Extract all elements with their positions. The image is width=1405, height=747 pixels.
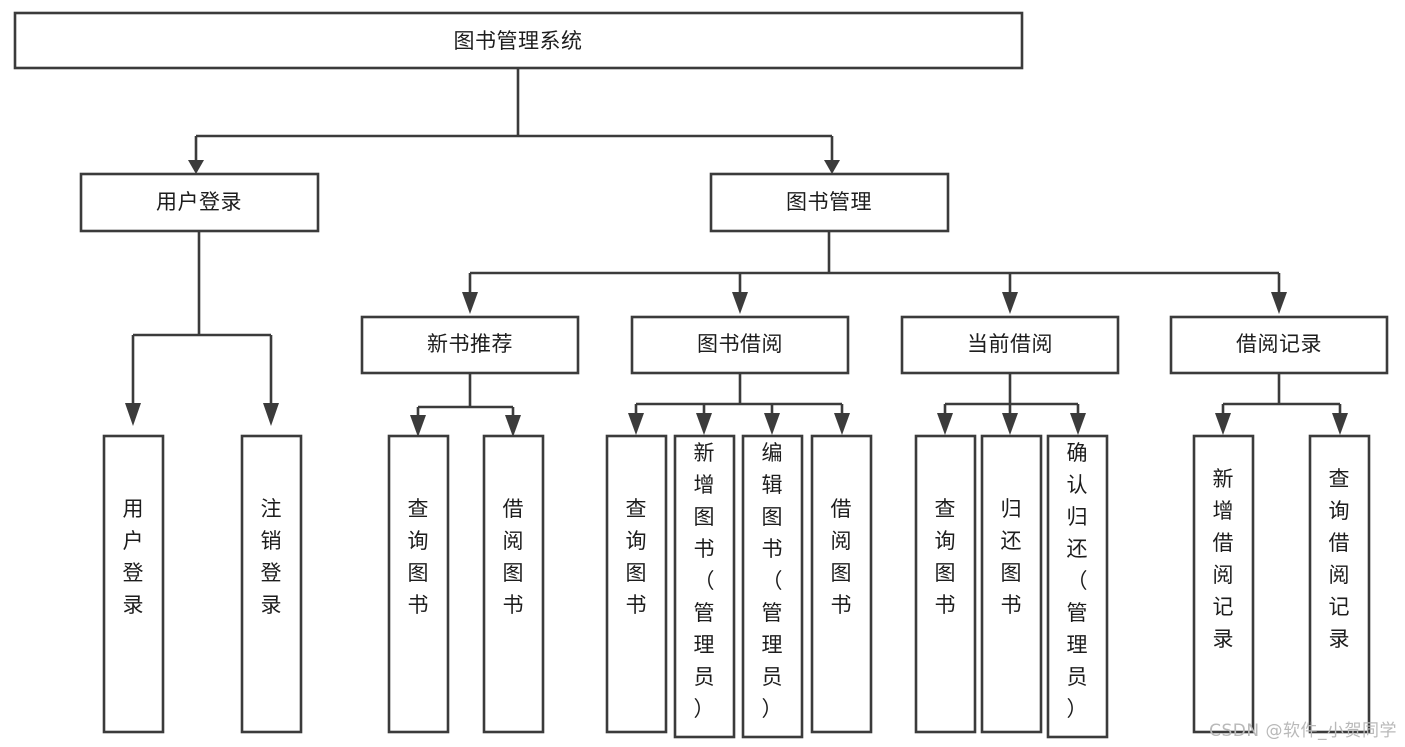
leaf-cb-confirm-return-label: 确认归还（管理员） (1067, 441, 1088, 721)
arrowhead-leaf-query-record (1332, 413, 1348, 435)
leaf-cb-return-book-box[interactable] (980, 434, 1043, 734)
arrowhead-leaf-user-login (125, 403, 141, 426)
leaf-bb-add-book[interactable]: 新增图书（管理员） (673, 434, 736, 739)
node-borrow-record-box[interactable] (1169, 315, 1389, 375)
node-current-borrow-label: 当前借阅 (967, 332, 1053, 356)
leaf-nbr-query-book-box[interactable] (387, 434, 450, 734)
node-book-manage[interactable]: 图书管理 (709, 172, 950, 233)
node-root-label: 图书管理系统 (454, 29, 583, 53)
leaf-bb-edit-book-box[interactable] (741, 434, 804, 739)
arrowhead-to-current-borrow (1002, 292, 1018, 314)
node-book-borrow[interactable]: 图书借阅 (630, 315, 850, 375)
arrowhead-to-borrow-record (1271, 292, 1287, 314)
arrowhead-leaf-borrow-book-2 (834, 413, 850, 435)
leaf-nbr-query-book-label: 查询图书 (408, 497, 429, 617)
node-borrow-record[interactable]: 借阅记录 (1169, 315, 1389, 375)
arrowhead-to-user-login (188, 160, 204, 174)
leaf-br-add-record[interactable]: 新增借阅记录 (1192, 434, 1255, 734)
leaf-user-login-box[interactable] (102, 434, 165, 734)
leaf-bb-query-book-label: 查询图书 (626, 497, 647, 617)
edge-borrow-record-to-leaves (1221, 374, 1342, 416)
leaf-cb-confirm-return[interactable]: 确认归还（管理员） (1046, 434, 1109, 739)
arrowhead-leaf-add-record (1215, 413, 1231, 435)
arrowhead-leaf-add-book (696, 413, 712, 435)
arrowhead-to-book-manage (824, 160, 840, 174)
leaf-nbr-borrow-book-box[interactable] (482, 434, 545, 734)
node-borrow-record-label: 借阅记录 (1236, 332, 1322, 356)
arrowhead-leaf-confirm-return (1070, 413, 1086, 435)
leaf-br-add-record-label: 新增借阅记录 (1213, 467, 1234, 651)
leaf-user-login-label: 用户登录 (123, 497, 144, 617)
leaf-bb-edit-book[interactable]: 编辑图书（管理员） (741, 434, 804, 739)
arrowhead-leaf-query-book-3 (937, 413, 953, 435)
leaf-cb-return-book-label: 归还图书 (1001, 497, 1022, 617)
leaf-br-add-record-box[interactable] (1192, 434, 1255, 734)
node-user-login[interactable]: 用户登录 (79, 172, 320, 233)
leaf-bb-borrow-book-label: 借阅图书 (831, 497, 852, 617)
arrowhead-leaf-logout (263, 403, 279, 426)
leaf-user-login[interactable]: 用户登录 (102, 434, 165, 734)
node-user-login-box[interactable] (79, 172, 320, 233)
node-current-borrow-box[interactable] (900, 315, 1120, 375)
csdn-watermark: CSDN @软件_小贺同学 (1209, 721, 1397, 741)
leaf-cb-query-book-label: 查询图书 (935, 497, 956, 617)
leaf-bb-query-book[interactable]: 查询图书 (605, 434, 668, 734)
leaf-nbr-borrow-book-label: 借阅图书 (503, 497, 524, 617)
leaf-br-query-record[interactable]: 查询借阅记录 (1308, 434, 1371, 734)
edge-new-book-to-leaves (416, 374, 515, 418)
leaf-logout-label: 注销登录 (261, 497, 282, 617)
node-book-borrow-box[interactable] (630, 315, 850, 375)
edge-book-manage-to-level3 (468, 232, 1281, 295)
node-user-login-label: 用户登录 (156, 190, 242, 214)
node-root-box[interactable] (13, 11, 1024, 70)
leaf-logout-box[interactable] (240, 434, 303, 734)
node-book-manage-box[interactable] (709, 172, 950, 233)
leaf-cb-confirm-return-box[interactable] (1046, 434, 1109, 739)
edge-current-borrow-to-leaves (943, 374, 1080, 416)
leaf-nbr-borrow-book[interactable]: 借阅图书 (482, 434, 545, 734)
node-root[interactable]: 图书管理系统 (13, 11, 1024, 70)
leaf-br-query-record-box[interactable] (1308, 434, 1371, 734)
connector-layer (125, 68, 1348, 437)
arrowhead-to-new-book-recommend (462, 292, 478, 314)
leaf-bb-borrow-book[interactable]: 借阅图书 (810, 434, 873, 734)
arrowhead-leaf-return-book (1002, 413, 1018, 435)
node-new-book-recommend[interactable]: 新书推荐 (360, 315, 580, 375)
node-new-book-recommend-box[interactable] (360, 315, 580, 375)
arrowhead-leaf-query-book-1 (410, 415, 426, 437)
arrowhead-to-book-borrow (732, 292, 748, 314)
leaf-cb-return-book[interactable]: 归还图书 (980, 434, 1043, 734)
leaf-cb-query-book[interactable]: 查询图书 (914, 434, 977, 734)
arrowhead-leaf-borrow-book-1 (505, 415, 521, 437)
node-book-borrow-label: 图书借阅 (697, 332, 783, 356)
leaf-bb-borrow-book-box[interactable] (810, 434, 873, 734)
leaf-br-query-record-label: 查询借阅记录 (1329, 467, 1350, 651)
node-new-book-recommend-label: 新书推荐 (427, 332, 513, 356)
leaf-bb-edit-book-label: 编辑图书（管理员） (762, 441, 783, 721)
leaf-cb-query-book-box[interactable] (914, 434, 977, 734)
edge-root-to-level2 (194, 68, 834, 163)
leaf-bb-add-book-label: 新增图书（管理员） (694, 441, 715, 721)
leaf-bb-query-book-box[interactable] (605, 434, 668, 734)
leaf-bb-add-book-box[interactable] (673, 434, 736, 739)
edge-user-login-to-leaves (131, 232, 273, 406)
node-book-manage-label: 图书管理 (786, 190, 872, 214)
node-current-borrow[interactable]: 当前借阅 (900, 315, 1120, 375)
edge-book-borrow-to-leaves (634, 374, 844, 416)
arrowhead-leaf-query-book-2 (628, 413, 644, 435)
leaf-nbr-query-book[interactable]: 查询图书 (387, 434, 450, 734)
arrowhead-leaf-edit-book (764, 413, 780, 435)
leaf-logout[interactable]: 注销登录 (240, 434, 303, 734)
